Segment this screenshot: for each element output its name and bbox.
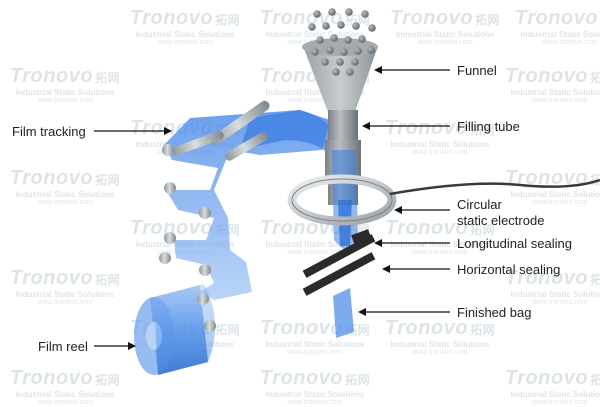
- film-path: [134, 100, 340, 375]
- longitudinal-sealer: [351, 229, 372, 244]
- pellet: [340, 48, 348, 56]
- label-film-tracking: Film tracking: [12, 124, 86, 139]
- film-reel-cylinder: [134, 284, 216, 375]
- pellets: [308, 8, 376, 76]
- pellet: [330, 34, 338, 42]
- label-electrode-line2: static electrode: [457, 213, 545, 228]
- pellet: [354, 47, 362, 55]
- label-horizontal-sealing: Horizontal sealing: [457, 262, 561, 277]
- finished-bag: [333, 288, 354, 338]
- pellet: [322, 22, 330, 30]
- pellet: [316, 36, 324, 44]
- pellet: [361, 10, 369, 18]
- pellet: [313, 10, 321, 18]
- pellet: [328, 8, 336, 16]
- rollers: [159, 100, 270, 332]
- pellet: [336, 58, 344, 66]
- pellet: [346, 68, 354, 76]
- pellet: [321, 58, 329, 66]
- label-filling-tube: Filling tube: [457, 119, 520, 134]
- pellet: [367, 46, 375, 54]
- pellet: [351, 58, 359, 66]
- pellet: [344, 36, 352, 44]
- label-funnel: Funnel: [457, 63, 497, 78]
- pellet: [332, 68, 340, 76]
- film-feed: [240, 110, 340, 155]
- pellet: [326, 46, 334, 54]
- funnel-assembly: [302, 8, 378, 250]
- pellet: [308, 23, 316, 31]
- label-finished-bag: Finished bag: [457, 305, 532, 320]
- pellet: [311, 48, 319, 56]
- label-electrode-line1: Circular: [457, 197, 502, 212]
- horizontal-sealer: [302, 234, 376, 296]
- pellet: [358, 35, 366, 43]
- pellet: [368, 24, 376, 32]
- pellet: [337, 21, 345, 29]
- pellet: [345, 8, 353, 16]
- callout-arrows: [94, 66, 450, 350]
- pellet: [352, 22, 360, 30]
- film-web: [164, 110, 330, 300]
- label-longitudinal-sealing: Longitudinal sealing: [457, 236, 572, 251]
- label-film-reel: Film reel: [38, 339, 88, 354]
- electrode-cable: [389, 178, 600, 196]
- circular-electrode: [287, 174, 600, 226]
